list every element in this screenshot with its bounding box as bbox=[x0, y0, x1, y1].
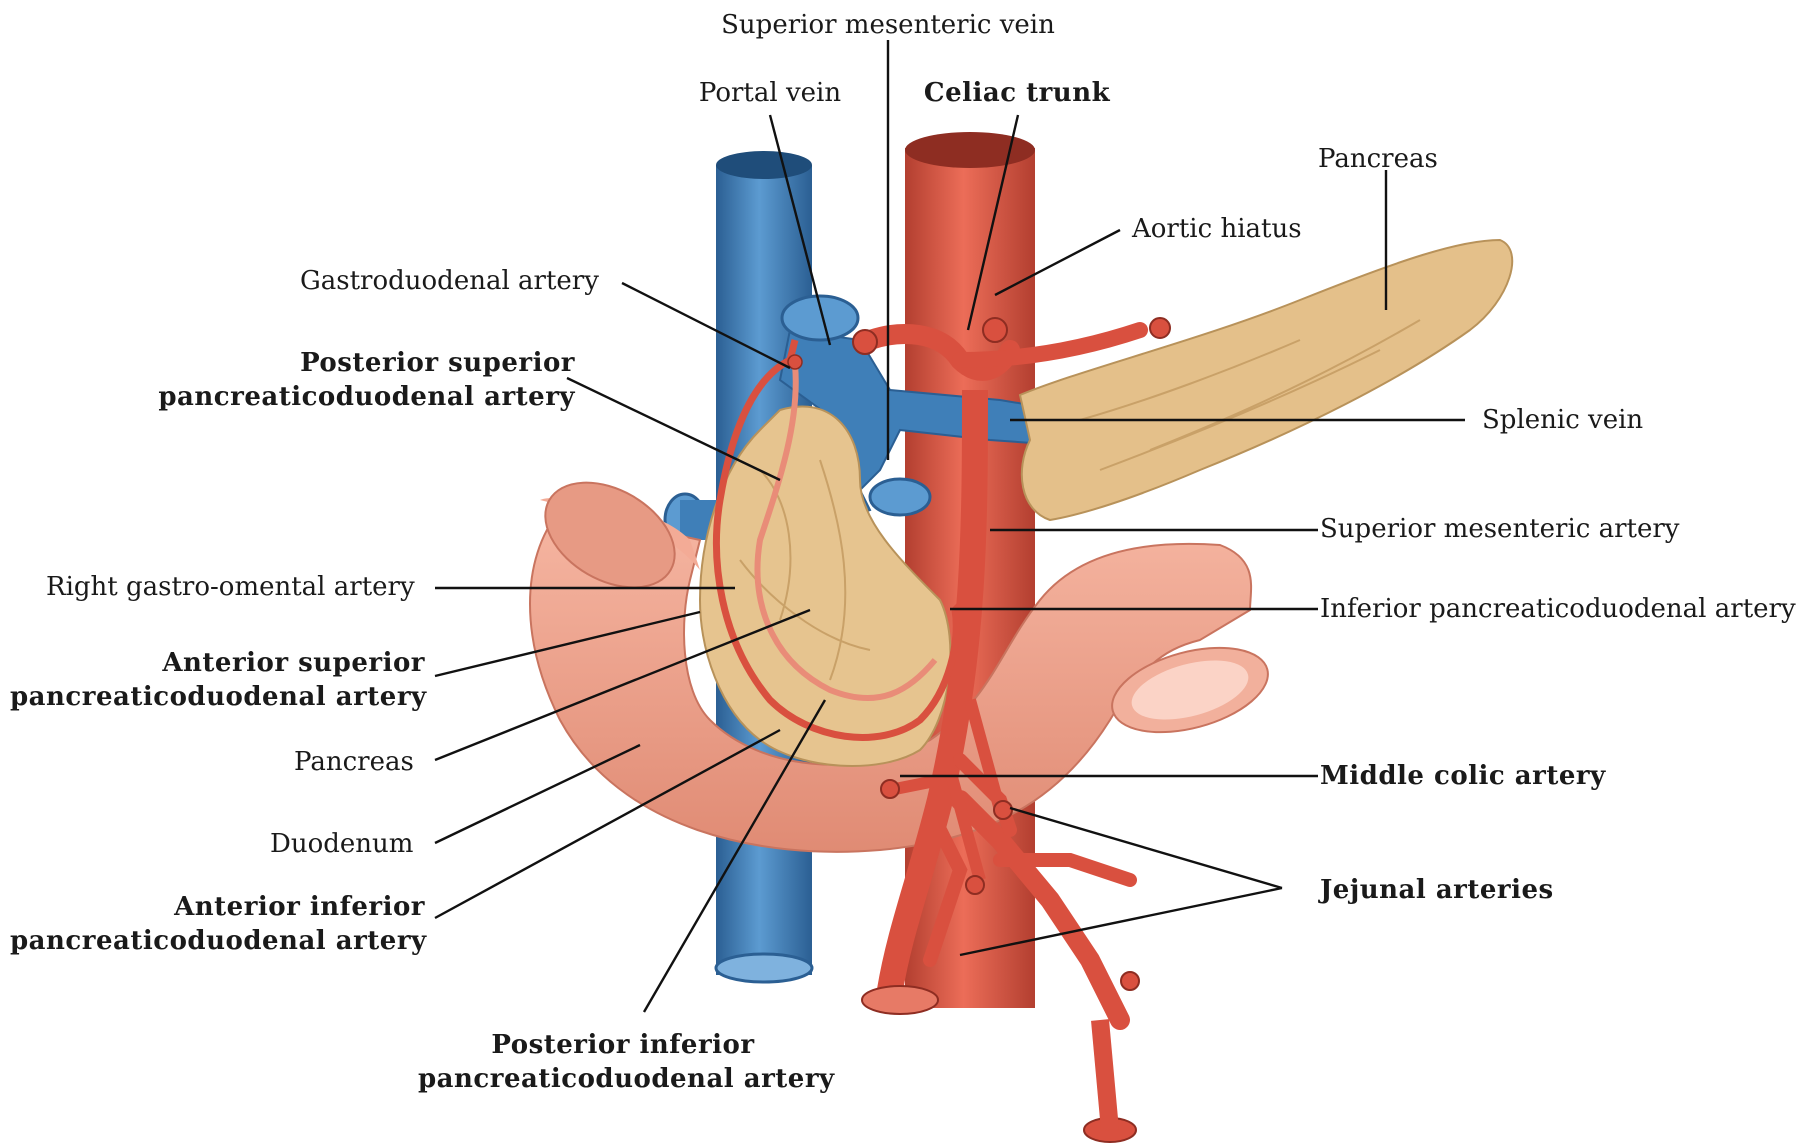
label-duodenum: Duodenum bbox=[270, 827, 413, 861]
label-aortic-hiatus: Aortic hiatus bbox=[1132, 212, 1302, 246]
label-posterior-superior-pd-line1: Posterior superior bbox=[150, 346, 575, 380]
label-posterior-superior-pd-line2: pancreaticoduodenal artery bbox=[150, 380, 575, 414]
label-right-gastro-omental-artery: Right gastro-omental artery bbox=[46, 570, 415, 604]
label-portal-vein: Portal vein bbox=[690, 76, 850, 110]
label-gastroduodenal-artery: Gastroduodenal artery bbox=[300, 264, 599, 298]
label-anterior-superior-pd-line2: pancreaticoduodenal artery bbox=[10, 680, 425, 714]
label-posterior-inferior-pd-line2: pancreaticoduodenal artery bbox=[418, 1062, 828, 1096]
label-superior-mesenteric-artery: Superior mesenteric artery bbox=[1320, 512, 1679, 546]
label-pancreas-head: Pancreas bbox=[294, 745, 414, 779]
label-celiac-trunk: Celiac trunk bbox=[922, 76, 1112, 110]
label-superior-mesenteric-vein: Superior mesenteric vein bbox=[718, 8, 1058, 42]
label-anterior-superior-pd-artery: Anterior superior pancreaticoduodenal ar… bbox=[10, 646, 425, 714]
label-jejunal-arteries: Jejunal arteries bbox=[1320, 873, 1554, 907]
label-inferior-pd-artery: Inferior pancreaticoduodenal artery bbox=[1320, 592, 1796, 626]
pancreas-tail-shape bbox=[1020, 240, 1512, 520]
label-posterior-inferior-pd-line1: Posterior inferior bbox=[418, 1028, 828, 1062]
label-posterior-superior-pd-artery: Posterior superior pancreaticoduodenal a… bbox=[150, 346, 575, 414]
label-anterior-superior-pd-line1: Anterior superior bbox=[10, 646, 425, 680]
label-splenic-vein: Splenic vein bbox=[1482, 403, 1643, 437]
label-anterior-inferior-pd-line1: Anterior inferior bbox=[10, 890, 425, 924]
label-anterior-inferior-pd-artery: Anterior inferior pancreaticoduodenal ar… bbox=[10, 890, 425, 958]
label-middle-colic-artery: Middle colic artery bbox=[1320, 759, 1606, 793]
label-posterior-inferior-pd-artery: Posterior inferior pancreaticoduodenal a… bbox=[418, 1028, 828, 1096]
label-anterior-inferior-pd-line2: pancreaticoduodenal artery bbox=[10, 924, 425, 958]
label-pancreas-tail: Pancreas bbox=[1318, 142, 1438, 176]
